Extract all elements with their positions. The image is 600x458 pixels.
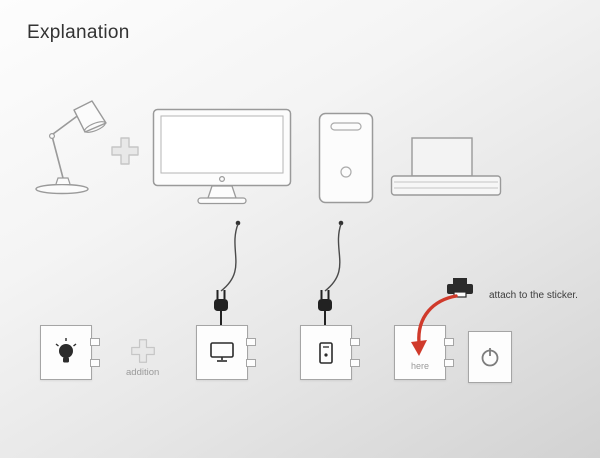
monitor-small-icon [210,342,234,362]
cable-dot [338,220,344,226]
page-title: Explanation [27,22,130,43]
plug-icon [318,290,332,325]
sticker-tab [246,359,256,367]
sticker-tab [350,338,360,346]
lightbulb-icon [55,337,77,362]
tower-sticker-module [300,325,360,380]
sticker-tab [246,338,256,346]
tower-small-icon [319,341,333,364]
here-sticker-module: here [394,325,454,380]
computer-tower-illustration [318,112,374,209]
desk-lamp-icon [35,100,107,195]
cable-monitor [220,223,239,292]
computer-tower-icon [318,112,374,204]
plus-icon [131,339,155,363]
lightbulb-sticker-module [40,325,100,380]
desk-lamp-illustration [22,96,112,201]
attach-label: attach to the sticker. [489,290,578,301]
monitor-sticker-module [196,325,256,380]
mini-printer-icon [447,278,473,298]
plus-top [110,136,140,171]
plus-bottom [130,338,156,369]
cable-dot [235,220,241,226]
plus-icon [111,137,139,165]
sticker-tab [90,359,100,367]
plug-icon [214,290,228,325]
sticker-tab [350,359,360,367]
here-label: here [410,361,429,371]
printer-icon [390,137,502,196]
printer-illustration [390,136,502,203]
power-icon [481,348,499,367]
monitor-icon [152,108,292,205]
sticker-tab [444,359,454,367]
monitor-illustration [152,108,292,213]
cable-tower [324,223,342,292]
sticker-tab [444,338,454,346]
addition-label: addition [126,367,160,378]
sticker-tab [90,338,100,346]
power-switch-module [468,331,512,383]
